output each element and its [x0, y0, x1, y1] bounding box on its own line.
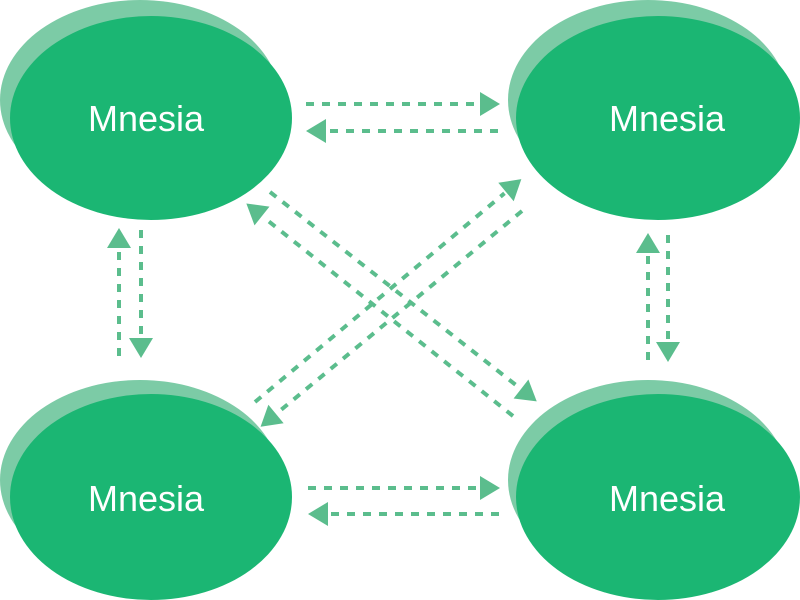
arrowhead-icon — [480, 476, 500, 500]
node-body — [10, 16, 292, 220]
edges-layer — [107, 92, 680, 526]
edge-bottom-right-to-top-right — [636, 233, 660, 360]
edge-line — [276, 209, 524, 415]
edge-line — [253, 191, 506, 404]
node-top-left[interactable]: Mnesia — [0, 0, 292, 220]
arrowhead-icon — [513, 379, 537, 402]
arrowhead-icon — [498, 179, 522, 202]
node-label: Mnesia — [609, 478, 726, 519]
edge-top-right-to-bottom-right — [656, 235, 680, 362]
arrowhead-icon — [306, 119, 326, 143]
node-body — [10, 394, 292, 600]
edge-top-right-to-bottom-left — [260, 209, 524, 427]
edge-bottom-left-to-top-left — [107, 228, 131, 356]
edge-bottom-right-to-top-left — [246, 203, 515, 418]
arrowhead-icon — [107, 228, 131, 248]
edge-bottom-right-to-bottom-left — [308, 502, 499, 526]
arrowhead-icon — [260, 404, 284, 427]
edge-top-left-to-bottom-left — [129, 230, 153, 358]
arrowhead-icon — [636, 233, 660, 253]
edge-bottom-left-to-bottom-right — [308, 476, 500, 500]
node-bottom-right[interactable]: Mnesia — [508, 380, 800, 600]
edge-bottom-left-to-top-right — [253, 179, 522, 404]
node-label: Mnesia — [88, 98, 205, 139]
edge-line — [268, 190, 521, 390]
node-body — [516, 394, 800, 600]
node-top-right[interactable]: Mnesia — [508, 0, 800, 220]
arrowhead-icon — [246, 203, 270, 226]
node-label: Mnesia — [88, 478, 205, 519]
node-bottom-left[interactable]: Mnesia — [0, 380, 292, 600]
edge-top-left-to-top-right — [306, 92, 500, 116]
edge-top-right-to-top-left — [306, 119, 498, 143]
arrowhead-icon — [480, 92, 500, 116]
edge-top-left-to-bottom-right — [268, 190, 537, 402]
arrowhead-icon — [656, 342, 680, 362]
edge-line — [262, 215, 515, 418]
node-label: Mnesia — [609, 98, 726, 139]
arrowhead-icon — [129, 338, 153, 358]
arrowhead-icon — [308, 502, 328, 526]
node-body — [516, 16, 800, 220]
